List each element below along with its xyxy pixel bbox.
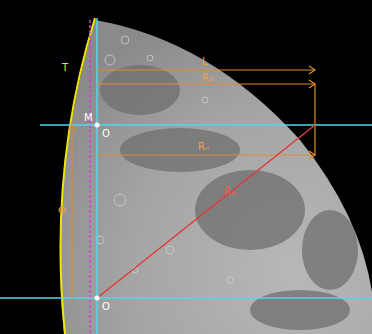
craters xyxy=(96,36,233,283)
moon-disk xyxy=(60,20,372,334)
label-t: T xyxy=(60,62,70,74)
terminator-curve xyxy=(60,18,95,334)
point-o xyxy=(95,296,100,301)
maria xyxy=(100,65,358,330)
dimension-label: R₀ xyxy=(200,72,215,84)
point-label: M xyxy=(82,112,95,124)
dimension-label: L xyxy=(200,56,210,68)
vertical-axis xyxy=(96,18,98,334)
horizontal-axis xyxy=(0,297,372,299)
angle-label: Φ xyxy=(56,205,68,217)
point-m xyxy=(95,123,100,128)
point-label: O xyxy=(100,301,112,313)
dimension-label: Rₙ xyxy=(196,141,211,153)
radius-label: Rₘ xyxy=(222,186,239,198)
point-label: O xyxy=(100,128,112,140)
radius-line xyxy=(97,125,315,298)
dimension-lines xyxy=(68,66,315,298)
limb-line xyxy=(89,20,91,334)
horizontal-axis xyxy=(40,124,372,126)
